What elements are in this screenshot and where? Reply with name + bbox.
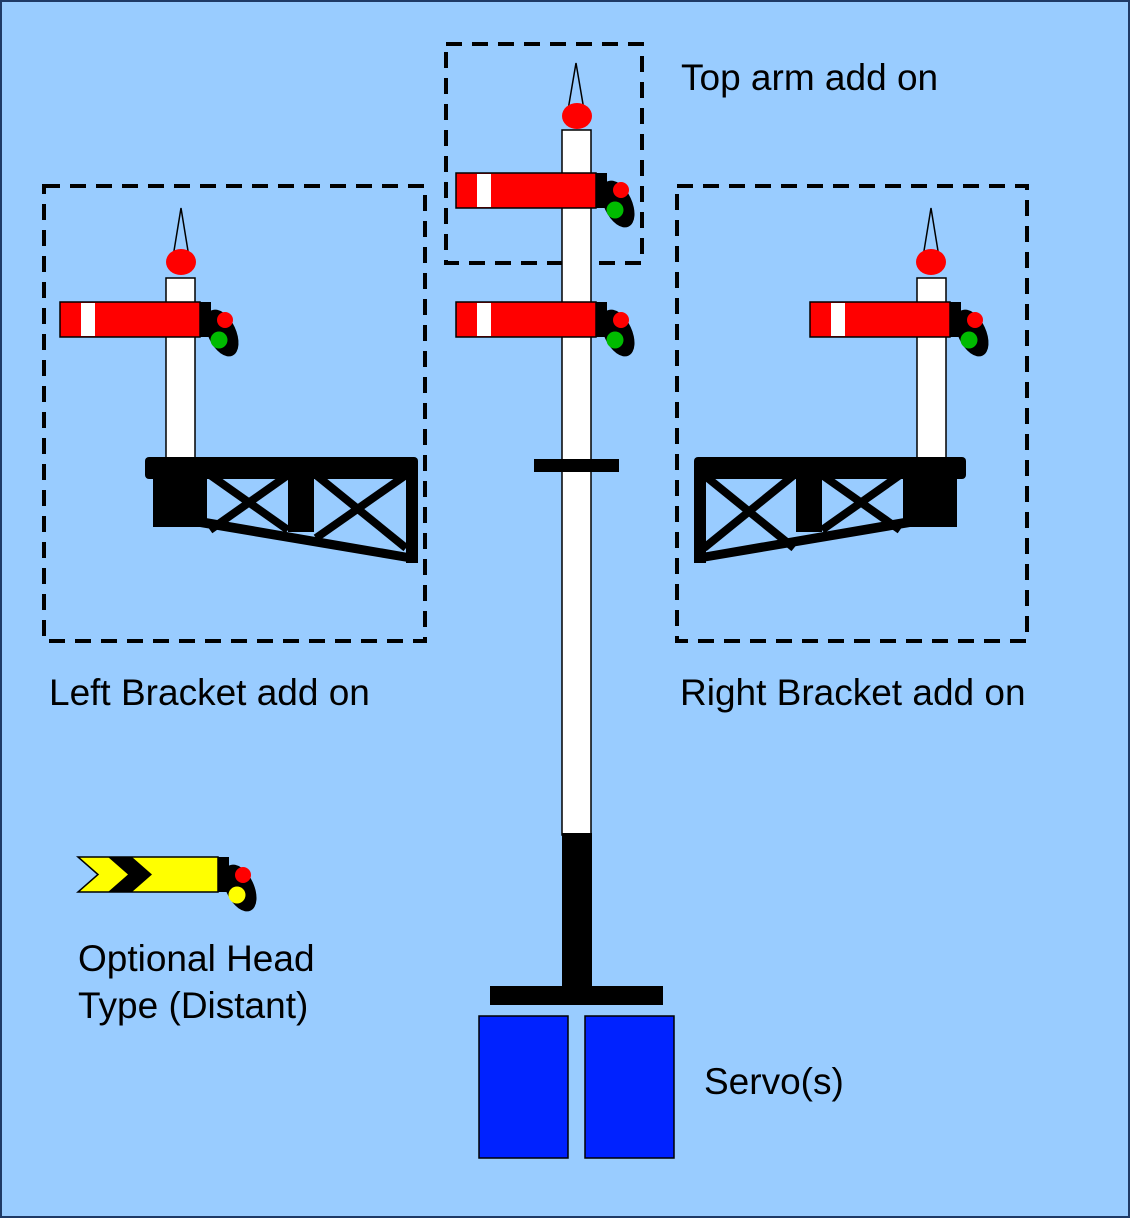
- right-bracket-label: Right Bracket add on: [680, 672, 1026, 713]
- top-arm-label: Top arm add on: [681, 57, 939, 98]
- servo-left: [478, 1015, 569, 1159]
- main-post-upper: [561, 129, 592, 836]
- servo-right: [584, 1015, 675, 1159]
- top-arm-semaphore-icon: [455, 172, 635, 228]
- distant-head-label-line1: Optional Head: [78, 938, 315, 979]
- servo-label: Servo(s): [704, 1061, 844, 1102]
- main-post-foot: [490, 986, 663, 1005]
- distant-arm-icon: [76, 856, 257, 912]
- main-post-collar: [534, 459, 619, 472]
- left-arm-semaphore-icon: [59, 301, 239, 357]
- distant-head-label-line2: Type (Distant): [78, 985, 309, 1026]
- left-bracket-addon-box: [42, 184, 427, 643]
- main-arm-semaphore-icon: [455, 301, 635, 357]
- right-finial-icon: [916, 207, 946, 275]
- left-finial-icon: [166, 207, 196, 275]
- main-post: [490, 62, 663, 1005]
- main-post-base: [562, 833, 592, 993]
- right-arm-semaphore-icon: [809, 301, 989, 357]
- left-bracket-signal: [59, 207, 418, 563]
- left-lattice-bracket-icon: [145, 457, 418, 563]
- right-lattice-bracket-icon: [694, 457, 966, 563]
- main-post-finial-icon: [562, 62, 592, 129]
- servo-icon: [478, 1015, 675, 1159]
- left-bracket-label: Left Bracket add on: [49, 672, 370, 713]
- right-bracket-signal: [694, 207, 989, 563]
- right-bracket-addon-box: [675, 184, 1029, 643]
